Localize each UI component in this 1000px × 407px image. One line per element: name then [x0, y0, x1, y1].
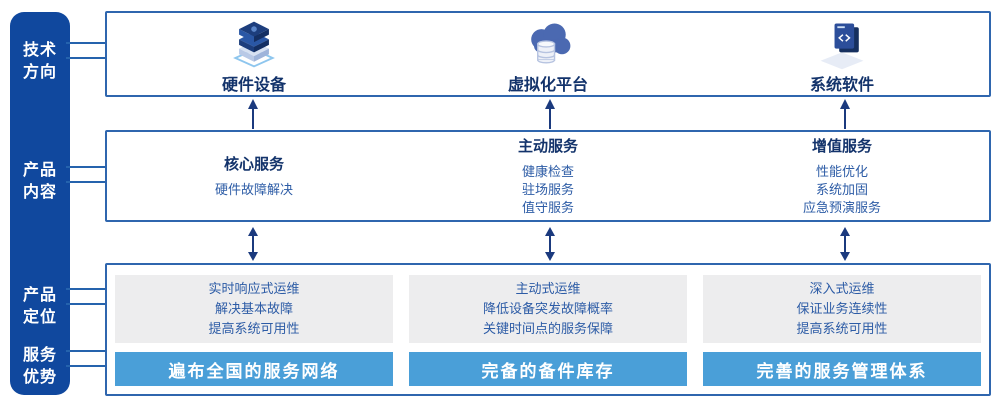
tech-item-virtualization: 虚拟化平台	[401, 13, 695, 95]
product-content-box: 核心服务 硬件故障解决 主动服务 健康检查 驻场服务 值守服务 增值服务 性能优…	[105, 130, 991, 222]
positioning-panel: 实时响应式运维 解决基本故障 提高系统可用性	[115, 275, 393, 343]
advantage-banner: 完备的备件库存	[409, 352, 687, 386]
double-arrow	[545, 227, 555, 261]
connector-line	[66, 57, 107, 59]
positioning-advantage-box: 实时响应式运维 解决基本故障 提高系统可用性 遍布全国的服务网络 主动式运维 降…	[105, 263, 991, 396]
positioning-line: 降低设备突发故障概率	[482, 301, 613, 316]
advantage-banner: 遍布全国的服务网络	[115, 352, 393, 386]
connector-line	[66, 365, 107, 367]
cloud-database-icon	[531, 23, 571, 64]
positioning-line: 关键时间点的服务保障	[482, 321, 613, 336]
service-item: 健康检查	[521, 164, 574, 179]
service-item: 值守服务	[521, 200, 574, 215]
sidebar-label-product-content: 产品内容	[22, 162, 57, 201]
positioning-line: 保证业务连续性	[796, 301, 888, 316]
sidebar-label-product-positioning: 产品定位	[22, 287, 57, 326]
service-item: 驻场服务	[521, 182, 574, 197]
bottom-column-3: 深入式运维 保证业务连续性 提高系统可用性 完善的服务管理体系	[703, 275, 981, 394]
tech-label-hardware: 硬件设备	[221, 77, 286, 94]
sidebar: 技术方向 产品内容 产品定位 服务优势	[10, 12, 70, 395]
connector-line	[66, 350, 107, 352]
connector-line	[66, 166, 107, 168]
bottom-column-1: 实时响应式运维 解决基本故障 提高系统可用性 遍布全国的服务网络	[115, 275, 393, 394]
connector-line	[66, 288, 107, 290]
service-header-proactive: 主动服务	[517, 138, 578, 155]
service-item: 系统加固	[815, 182, 868, 197]
service-column-core: 核心服务 硬件故障解决	[107, 132, 401, 220]
tech-item-hardware: 硬件设备	[107, 13, 401, 95]
positioning-line: 主动式运维	[515, 281, 581, 296]
double-arrow	[248, 227, 258, 261]
tech-item-system-software: 系统软件	[695, 13, 989, 95]
tech-label-virtualization: 虚拟化平台	[507, 77, 588, 94]
positioning-panel: 主动式运维 降低设备突发故障概率 关键时间点的服务保障	[409, 275, 687, 343]
service-item: 应急预演服务	[802, 200, 881, 215]
service-item: 性能优化	[815, 164, 868, 179]
positioning-line: 解决基本故障	[214, 301, 293, 316]
connector-line	[66, 181, 107, 183]
up-arrow	[545, 99, 555, 129]
positioning-line: 实时响应式运维	[208, 281, 300, 296]
up-arrow	[248, 99, 258, 129]
sidebar-label-service-advantage: 服务优势	[22, 347, 57, 386]
up-arrow	[840, 99, 850, 129]
positioning-line: 深入式运维	[809, 281, 875, 296]
code-window-icon	[820, 23, 864, 70]
double-arrow	[840, 227, 850, 261]
tech-label-system-software: 系统软件	[809, 77, 874, 94]
advantage-banner: 完善的服务管理体系	[703, 352, 981, 386]
sidebar-label-tech-direction: 技术方向	[22, 42, 57, 81]
positioning-line: 提高系统可用性	[208, 321, 300, 336]
tech-direction-box: 硬件设备 虚拟化平台	[105, 11, 991, 97]
positioning-line: 提高系统可用性	[796, 321, 888, 336]
bottom-column-2: 主动式运维 降低设备突发故障概率 关键时间点的服务保障 完备的备件库存	[409, 275, 687, 394]
connector-line	[66, 42, 107, 44]
positioning-panel: 深入式运维 保证业务连续性 提高系统可用性	[703, 275, 981, 343]
service-column-value-added: 增值服务 性能优化 系统加固 应急预演服务	[695, 132, 989, 220]
service-item: 硬件故障解决	[214, 182, 293, 197]
connector-line	[66, 303, 107, 305]
service-column-proactive: 主动服务 健康检查 驻场服务 值守服务	[401, 132, 695, 220]
server-stack-icon	[233, 21, 275, 68]
service-header-core: 核心服务	[223, 156, 284, 173]
service-header-value-added: 增值服务	[811, 138, 872, 155]
